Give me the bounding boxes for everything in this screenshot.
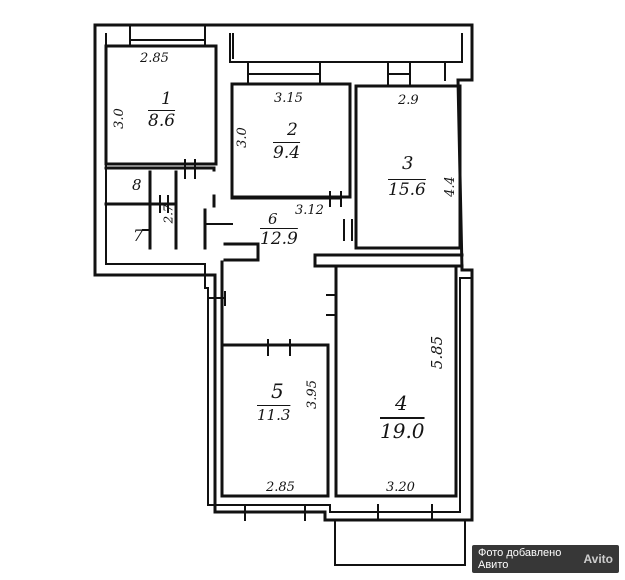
- dim-room2-depth: 3.0: [234, 127, 250, 148]
- windows: [129, 24, 446, 521]
- bath-walls: [104, 166, 216, 250]
- dim-room3-width: 2.9: [398, 93, 419, 108]
- inner-wall-outline: [105, 33, 471, 513]
- room6-number: 6: [268, 210, 278, 228]
- room2-area: 9.4: [273, 143, 301, 163]
- doors: [142, 159, 353, 356]
- dim-room1-width: 2.85: [140, 51, 169, 66]
- avito-logo-icon: Avito: [583, 552, 613, 566]
- room3-walls: [354, 84, 462, 250]
- dim-room1-depth: 3.0: [111, 108, 127, 129]
- room5-walls: [220, 260, 330, 498]
- room1-number: 1: [161, 89, 172, 109]
- room4-area: 19.0: [380, 419, 425, 443]
- dim-room4-depth: 5.85: [428, 335, 447, 370]
- dim-room5-width: 2.85: [266, 480, 295, 495]
- bath-label: 8: [132, 176, 142, 194]
- room7-number: 7: [133, 226, 144, 245]
- outer-wall: [93, 23, 474, 522]
- dim-room5-depth: 3.95: [304, 380, 320, 409]
- watermark-text: Фото добавлено Авито: [478, 547, 562, 571]
- balcony: [334, 519, 466, 566]
- dim-room2-width: 3.15: [274, 91, 303, 106]
- top-notch: [229, 33, 463, 63]
- room2-number: 2: [287, 120, 298, 140]
- watermark-badge: Фото добавлено Авито Avito: [472, 545, 619, 573]
- room3-number: 3: [402, 153, 414, 174]
- room4-number: 4: [395, 391, 408, 415]
- hall-walls: [203, 194, 464, 268]
- room1-walls: [104, 44, 218, 166]
- room5-area: 11.3: [257, 406, 291, 424]
- dim-hall-width: 3.12: [295, 203, 324, 218]
- room3-area: 15.6: [388, 180, 426, 200]
- dim-room4-width: 3.20: [386, 480, 415, 495]
- room4-walls: [334, 266, 458, 498]
- room6-area: 12.9: [260, 229, 298, 249]
- room5-number: 5: [271, 379, 284, 403]
- room1-area: 8.6: [148, 111, 176, 131]
- dim-room3-depth: 4.4: [442, 176, 458, 197]
- dim-corridor-depth: 2.7: [161, 204, 176, 224]
